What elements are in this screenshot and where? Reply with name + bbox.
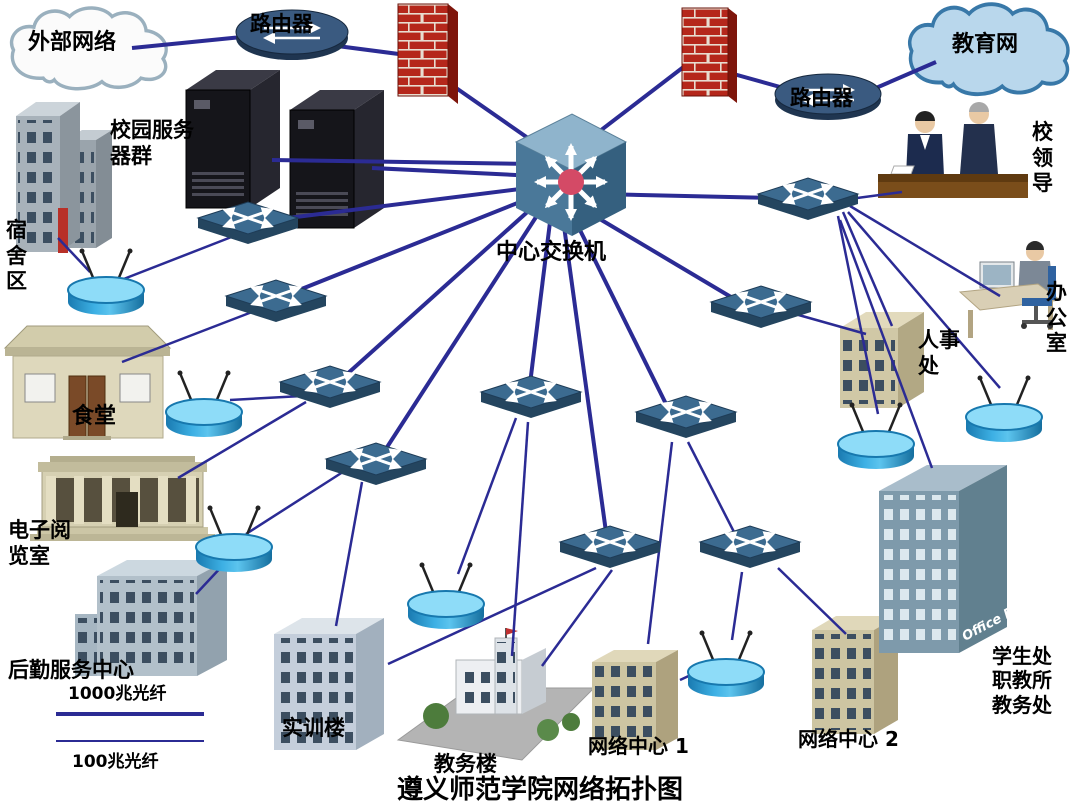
link-line — [510, 421, 530, 657]
link-line — [371, 166, 537, 178]
link-line — [777, 567, 847, 635]
dorm-building — [16, 102, 112, 253]
switch-logistics-icon — [326, 443, 426, 485]
link-line — [229, 394, 303, 402]
link-line — [841, 211, 894, 327]
link-line — [57, 237, 91, 273]
ap-office-icon — [964, 374, 1044, 444]
ap-netcenter-icon — [686, 629, 766, 699]
central-switch-label: 中心交换机 — [496, 240, 607, 265]
page-title: 遵义师范学院网络拓扑图 — [396, 775, 683, 805]
legend-1000-label: 1000兆光纤 — [68, 684, 167, 704]
personnel-label: 人事处 — [918, 328, 960, 378]
logistics-label: 后勤服务中心 — [8, 658, 134, 682]
link-line — [730, 571, 744, 641]
router-right-icon — [774, 73, 882, 120]
student-dept-line: 职教所 — [992, 668, 1052, 693]
link-line — [131, 34, 253, 50]
cafeteria-label: 食堂 — [72, 404, 117, 429]
office-label: 办公室 — [1046, 280, 1067, 356]
router-top-icon — [235, 9, 349, 60]
external-network-cloud — [9, 6, 168, 91]
link-line — [115, 234, 235, 284]
central-switch-icon — [514, 113, 628, 236]
link-line — [177, 400, 307, 480]
link-line — [787, 310, 867, 336]
campus-servers-label: 校园服务器群 — [110, 118, 194, 168]
switch-netcenter-b-icon — [700, 526, 800, 568]
reading-room-building — [30, 456, 215, 541]
link-line — [283, 196, 531, 298]
student-dept-line: 学生处 — [992, 644, 1052, 668]
link-line — [836, 215, 880, 415]
legend-1000-line — [56, 712, 204, 716]
link-line — [255, 186, 529, 224]
ap-personnel-icon — [836, 401, 916, 471]
link-line — [540, 569, 614, 667]
legend-100-label: 100兆光纤 — [72, 752, 159, 772]
education-network-label: 教育网 — [952, 32, 1019, 57]
netcenter1-label: 网络中心 1 — [588, 734, 689, 758]
netcenter2-building — [812, 616, 898, 734]
link-line — [334, 481, 364, 627]
dorm-label: 宿舍区 — [6, 218, 27, 294]
personnel-building — [840, 312, 924, 408]
education-network-cloud — [908, 2, 1070, 97]
link-line — [528, 221, 552, 385]
firewall-icon-right — [681, 7, 737, 103]
ap-reading-room-icon — [194, 504, 274, 574]
academic-label: 教务楼 — [434, 752, 497, 776]
link-line — [838, 219, 934, 469]
switch-netcenter-a-icon — [636, 396, 736, 438]
netcenter1-building — [592, 650, 678, 750]
switch-academic-icon — [481, 376, 581, 418]
legend-100-line — [56, 740, 204, 742]
router-right-label: 路由器 — [790, 86, 853, 110]
link-line — [686, 441, 736, 533]
switch-reading-room-icon — [280, 366, 380, 408]
ap-cafeteria-icon — [164, 369, 244, 439]
link-line — [562, 225, 608, 533]
ap-dorm-icon — [66, 247, 146, 317]
ap-academic-icon — [406, 561, 486, 631]
office-building: Office Build — [879, 465, 1042, 653]
cafeteria-building — [3, 325, 172, 440]
school-leaders-figure — [878, 102, 1028, 198]
student-depts-label: 学生处 职教所 教务处 — [992, 644, 1052, 717]
server-tower-1 — [185, 69, 281, 209]
office-worker-figure — [958, 241, 1062, 338]
link-line — [594, 60, 692, 136]
link-line — [378, 212, 540, 460]
link-line — [387, 566, 597, 666]
link-line — [121, 310, 253, 364]
school-leaders-label: 校领导 — [1032, 120, 1053, 196]
link-line — [599, 192, 773, 200]
link-line — [574, 221, 668, 405]
link-line — [456, 417, 518, 575]
router-top-label: 路由器 — [250, 12, 313, 36]
reading-room-label: 电子阅览室 — [8, 518, 71, 568]
link-line — [334, 204, 536, 386]
training-label: 实训楼 — [282, 716, 345, 740]
firewall-icon-left — [397, 3, 458, 104]
logistics-building — [75, 560, 227, 676]
buildings-layer: Office Build — [3, 2, 1070, 761]
link-line — [849, 204, 1001, 298]
student-dept-line: 教务处 — [992, 692, 1052, 717]
devices-layer — [66, 3, 1044, 699]
netcenter2-label: 网络中心 2 — [798, 727, 899, 751]
external-network-label: 外部网络 — [28, 30, 117, 55]
link-line — [586, 210, 738, 302]
link-line — [847, 211, 1001, 389]
link-line — [245, 468, 347, 536]
training-building — [274, 618, 384, 750]
academic-building — [396, 628, 596, 761]
link-line — [271, 158, 537, 166]
switch-training-icon — [560, 526, 660, 568]
